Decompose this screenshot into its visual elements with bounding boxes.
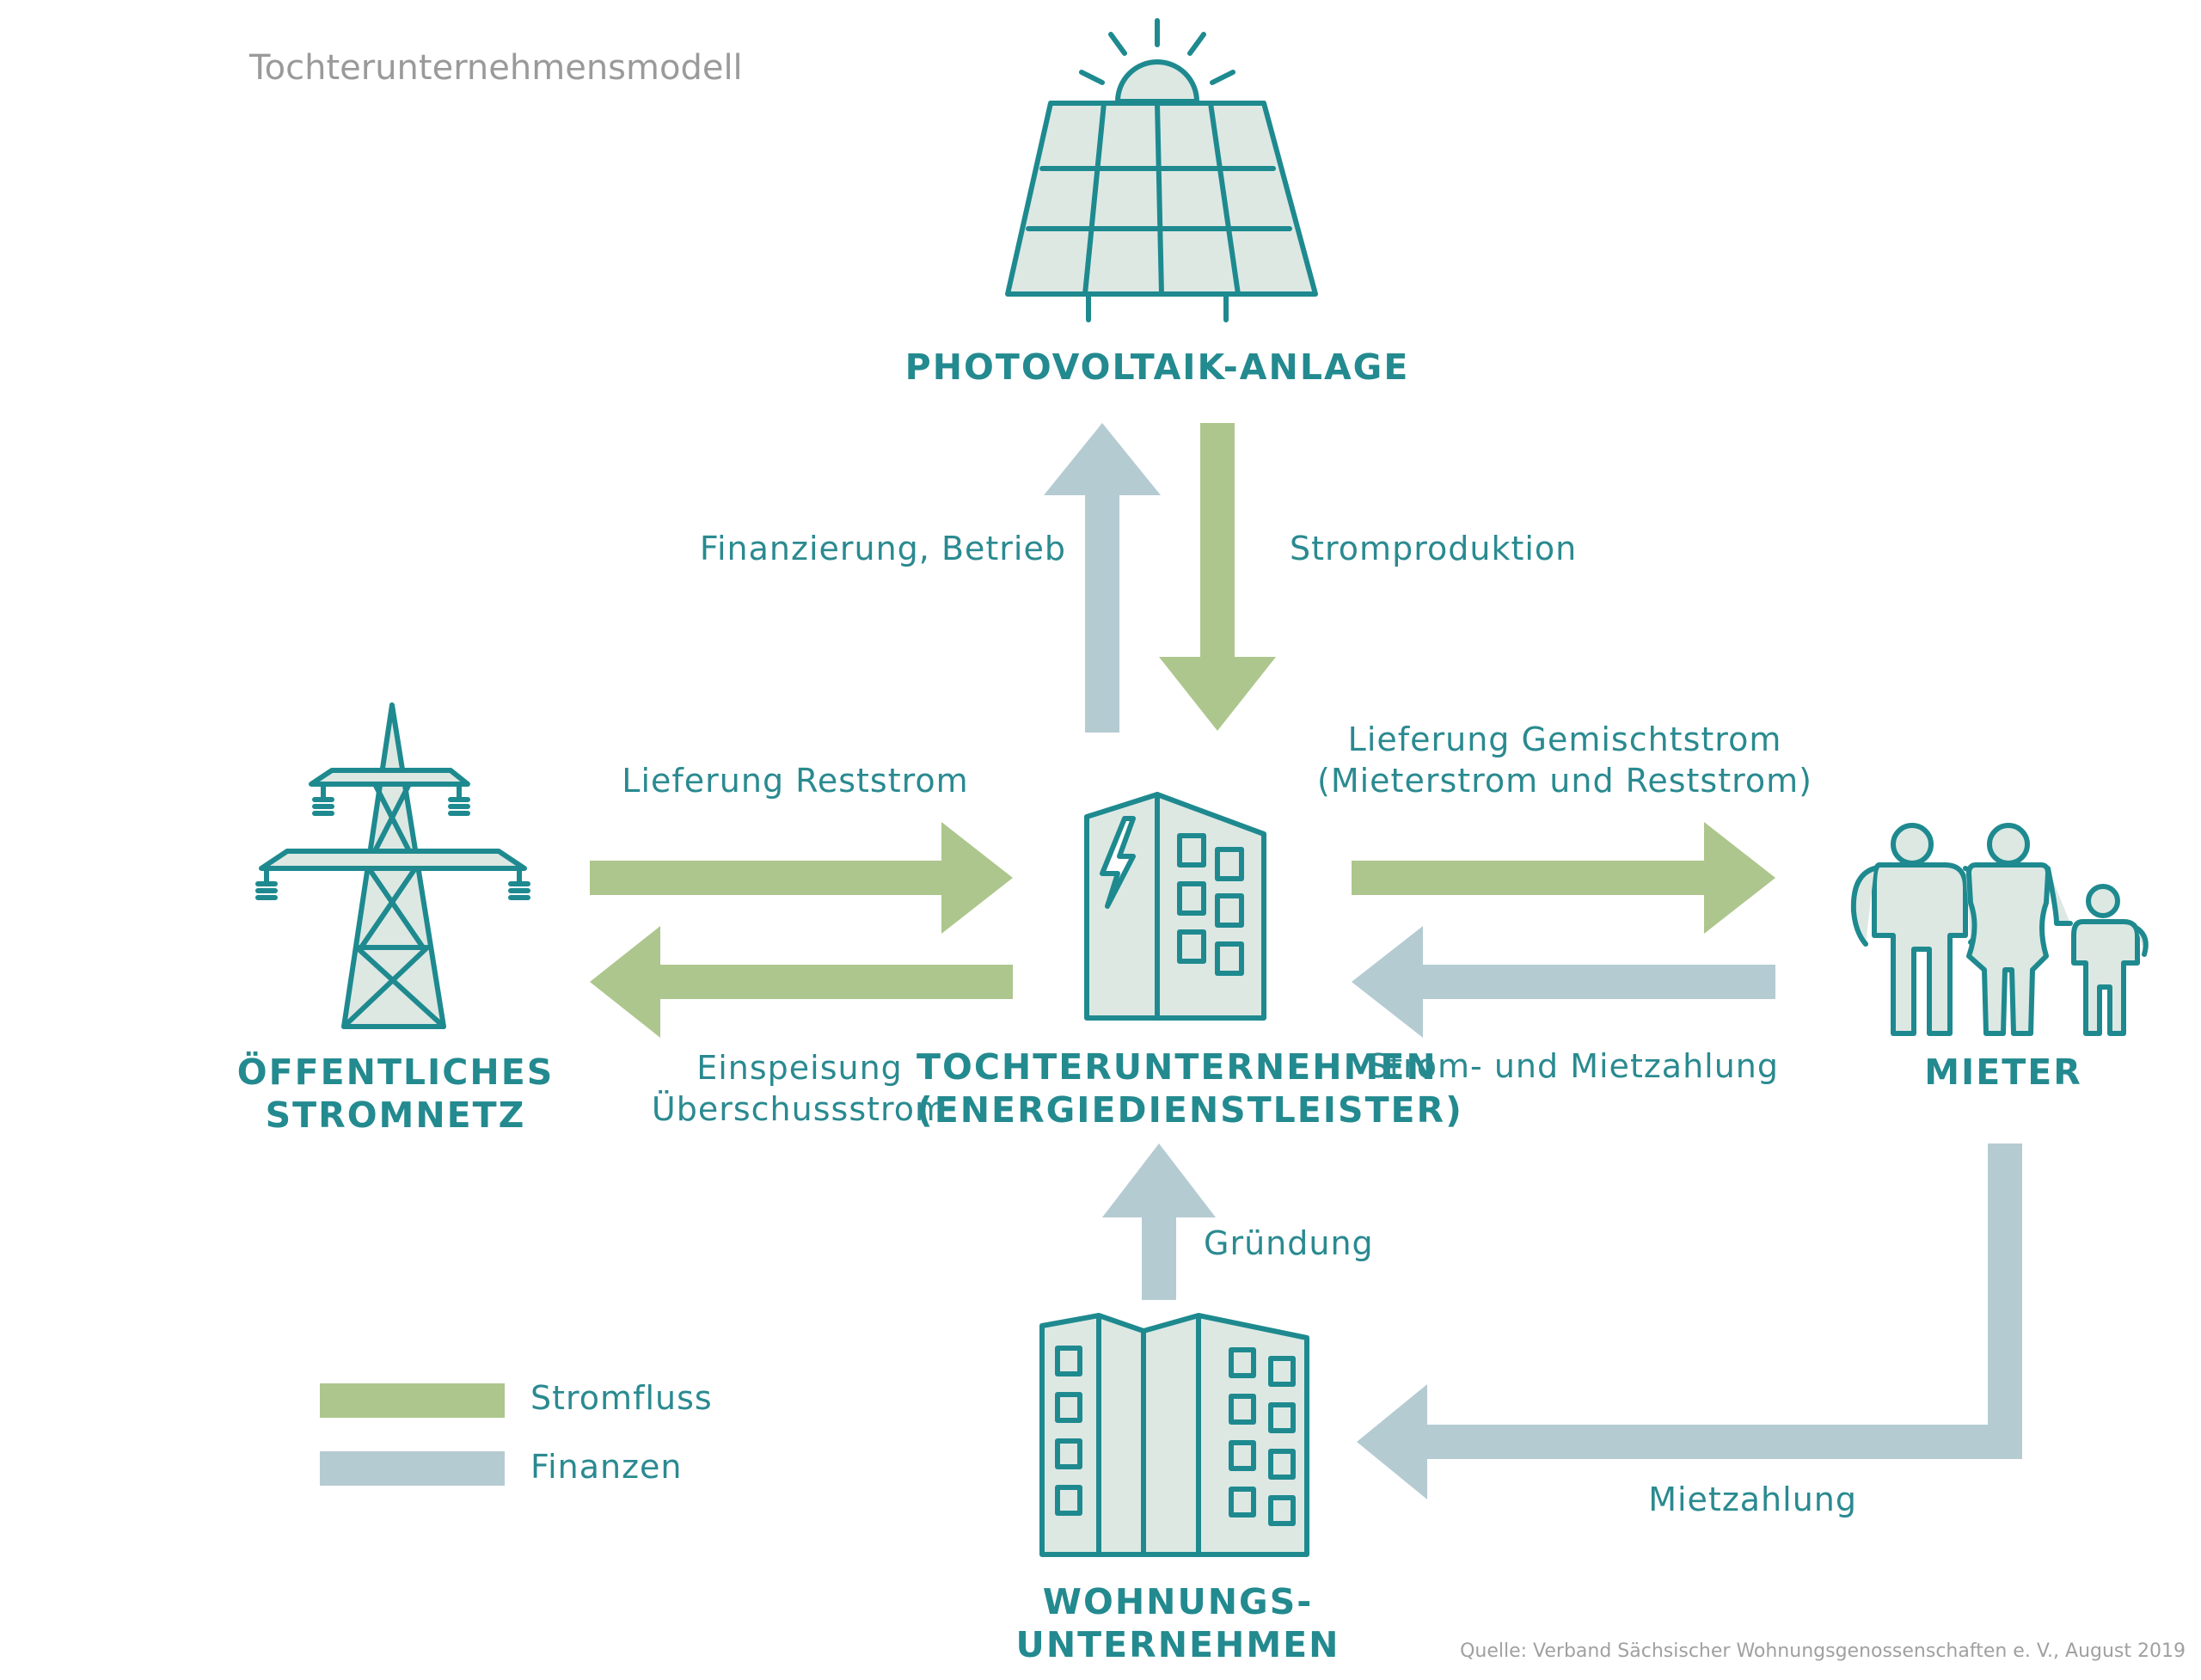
flow-label-feed-in: Einspeisung Überschussstrom (628, 1047, 972, 1130)
node-label-tenants: MIETER (1924, 1052, 2082, 1093)
arrow-mixed (1352, 822, 1775, 934)
arrow-financing (1044, 423, 1161, 733)
arrow-rent (1357, 1144, 2022, 1499)
arrow-founding (1102, 1144, 1216, 1300)
arrow-payment (1352, 926, 1775, 1038)
flow-label-payment: Strom- und Mietzahlung (1367, 1047, 1780, 1085)
node-label-subsidiary: TOCHTERUNTERNEHMEN (ENERGIEDIENSTLEISTER… (917, 1045, 1463, 1131)
node-label-housing: WOHNUNGS- UNTERNEHMEN (946, 1580, 1410, 1666)
node-label-subsidiary-line1: TOCHTERUNTERNEHMEN (917, 1046, 1438, 1088)
power-pylon-icon (255, 702, 530, 1029)
flow-label-financing: Finanzierung, Betrieb (699, 530, 1066, 567)
flow-label-mixed-line1: Lieferung Gemischtstrom (1347, 720, 1782, 758)
apartment-building-icon (1039, 1313, 1309, 1557)
flow-label-mixed-line2: (Mieterstrom und Reststrom) (1317, 762, 1812, 800)
legend-label-stromfluss: Stromfluss (530, 1379, 713, 1417)
legend-swatch-stromfluss (320, 1383, 505, 1418)
node-label-subsidiary-line2: (ENERGIEDIENSTLEISTER) (917, 1089, 1463, 1131)
flow-label-feed-in-line1: Einspeisung (696, 1049, 903, 1087)
node-label-pv: PHOTOVOLTAIK-ANLAGE (904, 346, 1410, 388)
node-label-grid-line1: ÖFFENTLICHES (236, 1052, 555, 1093)
node-label-housing-line1: WOHNUNGS- (1042, 1581, 1314, 1622)
arrow-production (1159, 423, 1276, 731)
node-label-grid: ÖFFENTLICHES STROMNETZ (198, 1051, 593, 1137)
source-note: Quelle: Verband Sächsischer Wohnungsgeno… (1460, 1640, 2186, 1662)
flow-label-production: Stromproduktion (1290, 530, 1578, 567)
office-building-icon (1084, 792, 1266, 1021)
flow-label-founding: Gründung (1204, 1224, 1374, 1262)
arrow-feed-in (590, 926, 1013, 1038)
legend-label-finanzen: Finanzen (530, 1448, 683, 1486)
flow-label-feed-in-line2: Überschussstrom (651, 1090, 948, 1128)
node-label-grid-line2: STROMNETZ (265, 1094, 526, 1136)
arrow-residual (590, 822, 1013, 934)
family-icon (1850, 823, 2149, 1036)
flow-label-mixed: Lieferung Gemischtstrom (Mieterstrom und… (1315, 719, 1814, 801)
solar-panel-icon (1005, 18, 1318, 322)
flow-label-rent: Mietzahlung (1648, 1481, 1857, 1518)
legend-swatch-finanzen (320, 1451, 505, 1486)
node-label-housing-line2: UNTERNEHMEN (1015, 1624, 1340, 1665)
diagram-title: Tochterunternehmensmodell (249, 48, 743, 88)
flow-label-residual: Lieferung Reststrom (622, 762, 969, 800)
